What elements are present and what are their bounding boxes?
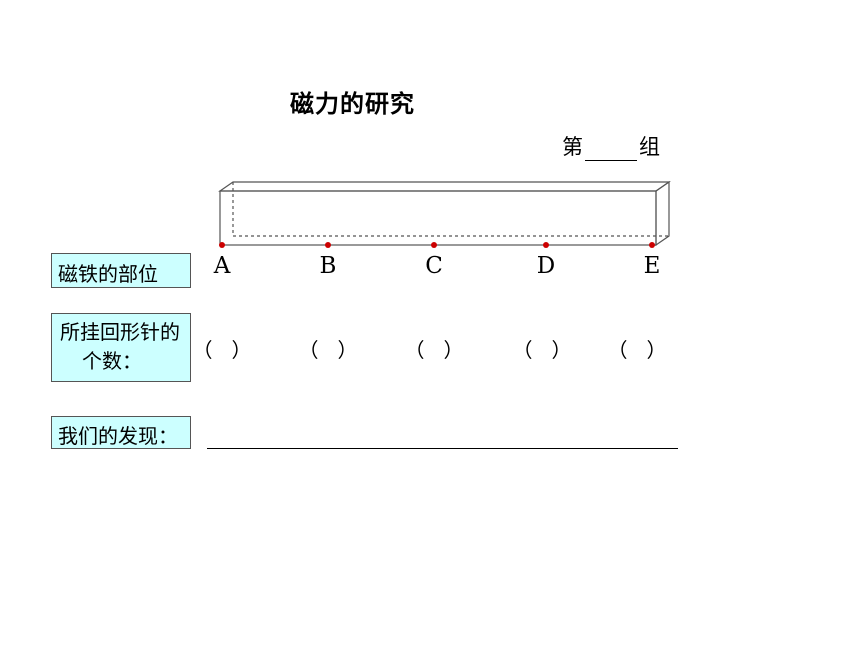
bar-magnet (218, 180, 671, 247)
clip-count-blank-a[interactable]: （ ） (192, 338, 252, 362)
findings-label: 我们的发现： (51, 416, 191, 449)
clip-count-blank-d[interactable]: （ ） (512, 338, 572, 362)
group-prefix: 第 (562, 135, 583, 159)
position-label-b: B (319, 253, 337, 279)
findings-answer-line[interactable] (207, 448, 678, 449)
position-dot-b (325, 242, 331, 248)
group-number: 第组 (562, 131, 660, 161)
clip-count-blank-c[interactable]: （ ） (404, 338, 464, 362)
position-label-c: C (425, 253, 443, 279)
group-suffix: 组 (639, 135, 660, 159)
clip-count-blank-e[interactable]: （ ） (607, 338, 667, 362)
clip-count-label: 所挂回形针的 个数： (51, 313, 191, 382)
bar-magnet-diagram (218, 180, 671, 248)
magnet-part-label: 磁铁的部位 (51, 253, 191, 288)
position-dot-d (543, 242, 549, 248)
clip-count-label-line1: 所挂回形针的 (60, 320, 180, 344)
position-label-a: A (213, 253, 231, 279)
position-dot-c (431, 242, 437, 248)
position-dot-a (219, 242, 225, 248)
clip-count-label-line2: 个数： (82, 349, 142, 373)
magnet-top-face (218, 181, 671, 192)
position-dots (219, 242, 655, 248)
magnet-front-face (219, 190, 657, 246)
page-title: 磁力的研究 (290, 90, 415, 118)
position-dot-e (649, 242, 655, 248)
clip-count-blank-b[interactable]: （ ） (298, 338, 358, 362)
position-label-e: E (643, 253, 661, 279)
magnet-end-face (655, 180, 670, 247)
position-label-d: D (536, 253, 556, 279)
group-blank[interactable] (585, 140, 637, 161)
